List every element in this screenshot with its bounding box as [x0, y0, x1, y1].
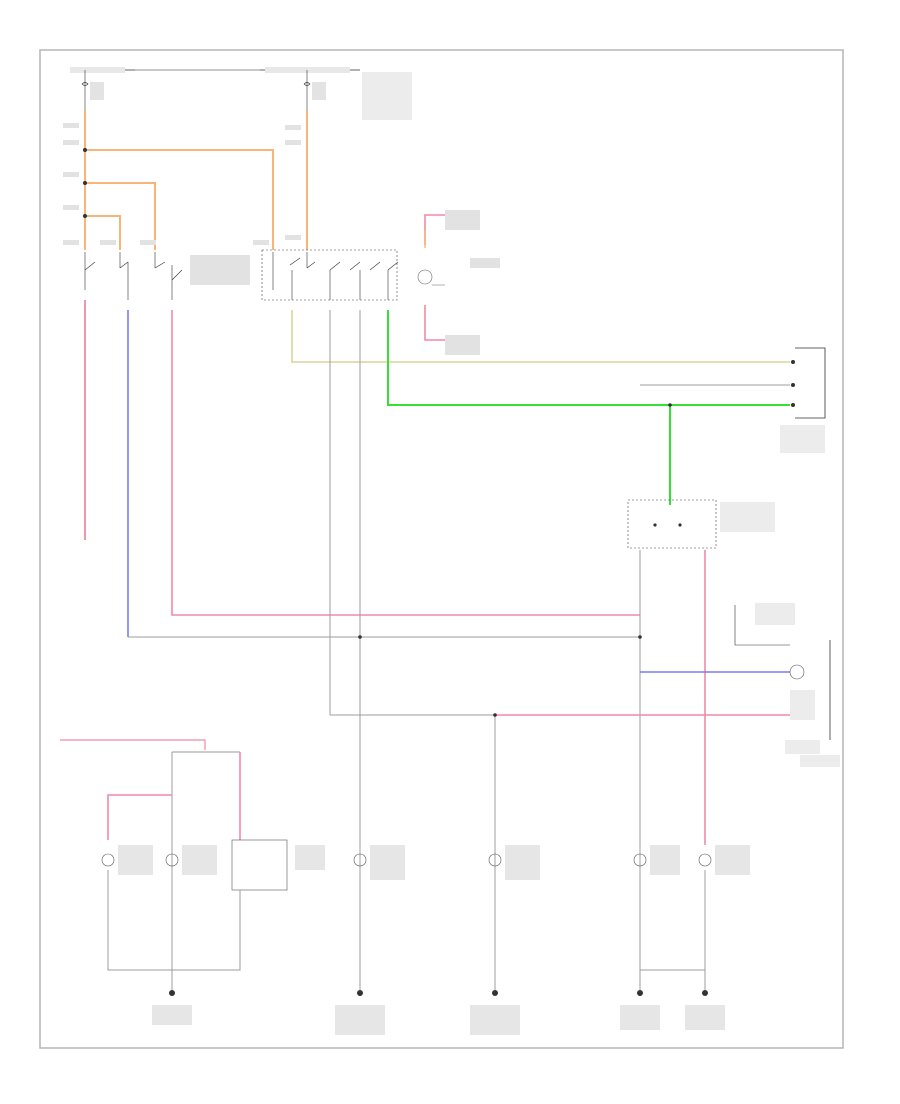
- diagram-frame: [39, 49, 844, 1049]
- pink-flasher-wires: [424, 214, 445, 341]
- green-wires: [387, 310, 790, 505]
- splice-points: [83, 148, 87, 218]
- connector-icon: [780, 347, 826, 453]
- left-vertical-wires: [84, 300, 640, 637]
- switch-icon: [84, 249, 399, 301]
- combination-relay: [627, 499, 775, 549]
- top-power-bus: [70, 67, 360, 73]
- lamp-ground-wires: [107, 870, 706, 990]
- fuse-icon: [303, 70, 412, 120]
- lamp-icon: [101, 839, 712, 891]
- turn-indicator-cluster: [734, 603, 840, 767]
- ground-icon: [169, 990, 708, 996]
- lamp-labels: [118, 845, 750, 880]
- ground-labels: [152, 1005, 725, 1035]
- flasher-lamp-icon: [417, 269, 445, 286]
- tan-wire: [291, 310, 790, 363]
- wire-label-blocks: [63, 123, 500, 355]
- fuse-icon: [81, 70, 104, 110]
- splice-points: [358, 403, 672, 717]
- orange-wires: [84, 110, 308, 250]
